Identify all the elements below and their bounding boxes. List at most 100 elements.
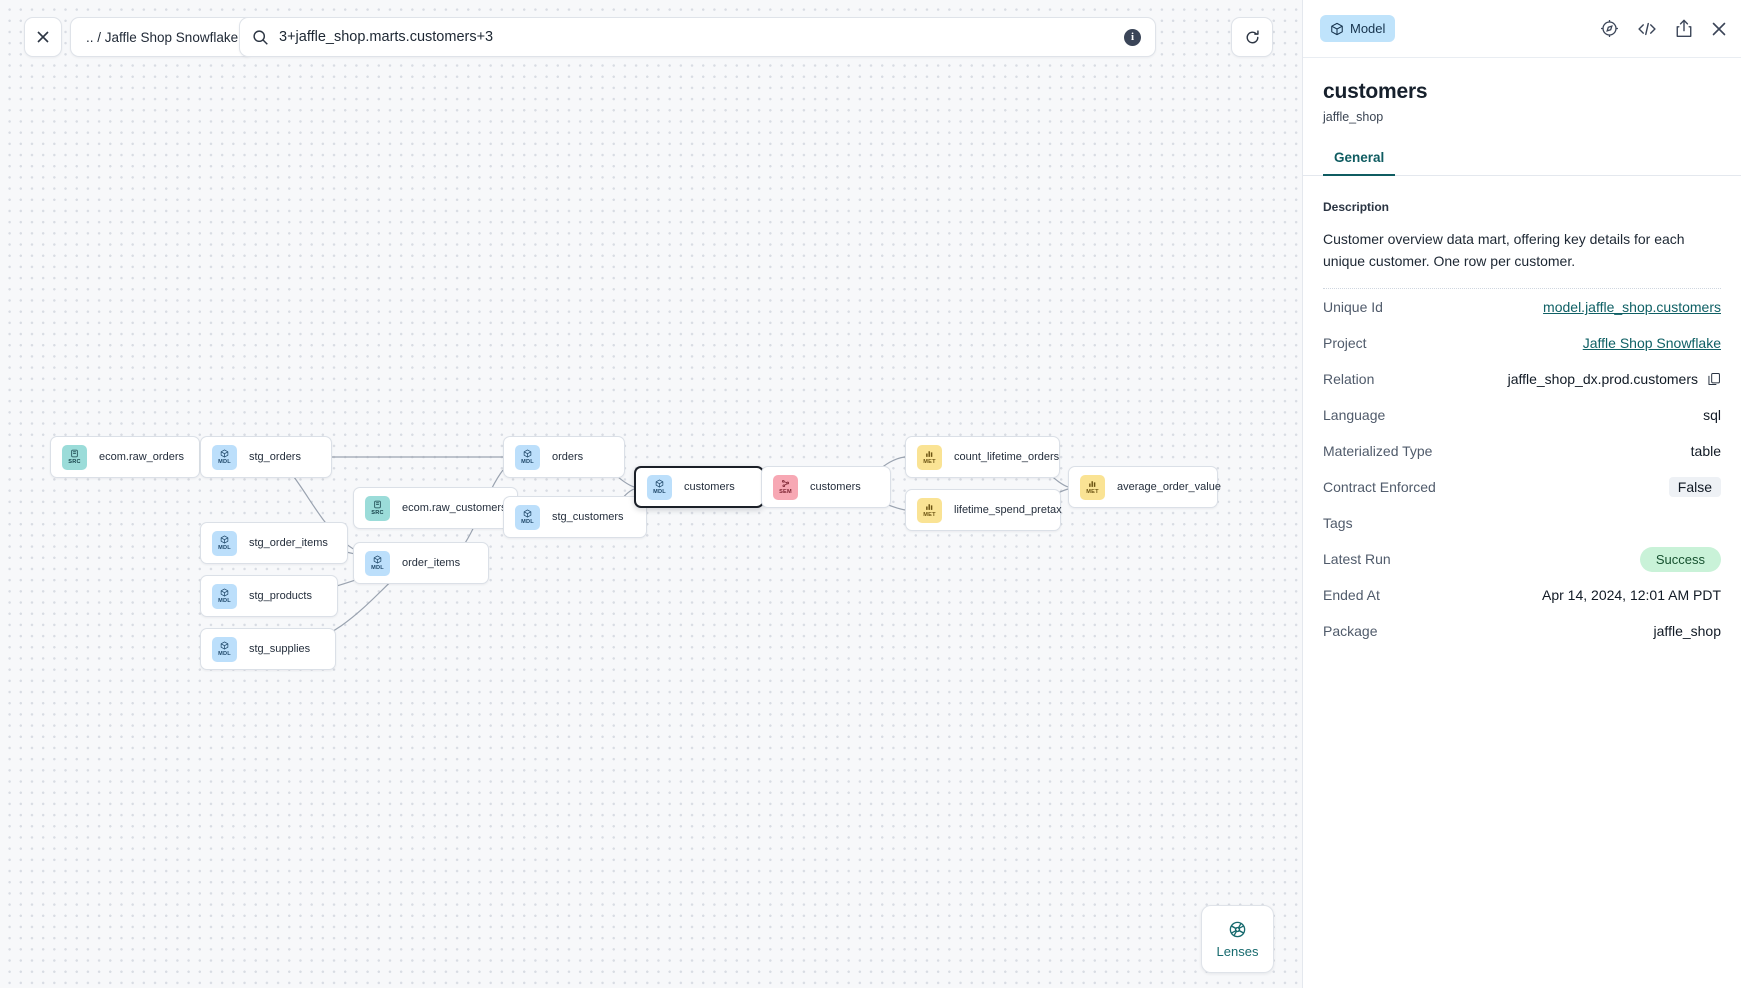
detail-row-value: False xyxy=(1668,477,1721,498)
refresh-icon xyxy=(1244,29,1261,46)
detail-row-key: Tags xyxy=(1323,515,1353,532)
lineage-node-label: ecom.raw_customers xyxy=(402,502,507,514)
lineage-node-order_items[interactable]: MDL order_items xyxy=(353,542,489,584)
lineage-node-lifetime_spend_pretax[interactable]: MET lifetime_spend_pretax xyxy=(905,489,1062,531)
node-type-badge-mdl-icon: MDL xyxy=(212,530,237,556)
node-type-badge-mdl-icon: MDL xyxy=(212,444,237,470)
cube-icon xyxy=(1330,22,1344,36)
node-type-badge-mdl-icon: MDL xyxy=(365,550,390,576)
lineage-node-customers_sem[interactable]: SEM customers xyxy=(761,466,891,508)
lineage-node-label: customers xyxy=(684,481,735,493)
lineage-node-label: average_order_value xyxy=(1117,481,1221,493)
resource-type-label: Model xyxy=(1350,21,1386,36)
detail-row-value[interactable]: Jaffle Shop Snowflake xyxy=(1582,335,1721,352)
node-type-badge-mdl-icon: MDL xyxy=(515,444,540,470)
lineage-node-average_order_value[interactable]: MET average_order_value xyxy=(1068,466,1221,508)
relation-link[interactable]: jaffle_shop_dx.prod.customers xyxy=(1507,371,1698,388)
lineage-node-label: stg_order_items xyxy=(249,537,328,549)
detail-row-value[interactable]: Success xyxy=(1639,546,1721,572)
detail-row: Contract Enforced False xyxy=(1323,469,1721,505)
lineage-node-label: ecom.raw_orders xyxy=(99,451,184,463)
lenses-button[interactable]: Lenses xyxy=(1201,905,1274,973)
detail-row: Project Jaffle Shop Snowflake xyxy=(1323,325,1721,361)
node-type-badge-src-icon: SRC xyxy=(62,444,87,470)
search-input[interactable] xyxy=(279,18,1114,56)
lineage-node-label: orders xyxy=(552,451,584,463)
lineage-node-stg_orders[interactable]: MDL stg_orders xyxy=(200,436,332,478)
detail-row-key: Ended At xyxy=(1323,587,1380,604)
node-type-badge-mdl-icon: MDL xyxy=(515,504,540,530)
lineage-node-label: customers xyxy=(810,481,861,493)
detail-row-value: Apr 14, 2024, 12:01 AM PDT xyxy=(1542,587,1721,604)
node-type-badge-sem-icon: SEM xyxy=(773,474,798,500)
search-bar[interactable]: i xyxy=(239,17,1156,57)
detail-row-value: sql xyxy=(1703,407,1721,424)
page-subtitle: jaffle_shop xyxy=(1323,110,1384,124)
node-type-badge-met-icon: MET xyxy=(917,497,942,523)
page-title: customers xyxy=(1323,80,1428,103)
refresh-button[interactable] xyxy=(1231,17,1273,57)
detail-row-value[interactable]: jaffle_shop_dx.prod.customers xyxy=(1508,371,1721,387)
close-panel-icon[interactable] xyxy=(1711,21,1727,37)
lineage-node-stg_customers[interactable]: MDL stg_customers xyxy=(503,496,647,538)
node-type-badge-met-icon: MET xyxy=(1080,474,1105,500)
lineage-node-count_lifetime_orders[interactable]: MET count_lifetime_orders xyxy=(905,436,1060,478)
lineage-node-orders[interactable]: MDL orders xyxy=(503,436,625,478)
resource-type-chip[interactable]: Model xyxy=(1320,15,1396,42)
lineage-node-customers_model[interactable]: MDL customers xyxy=(634,466,764,508)
detail-row-key: Materialized Type xyxy=(1323,443,1433,460)
panel-content: Description Customer overview data mart,… xyxy=(1303,176,1741,649)
detail-row-key: Project xyxy=(1323,335,1367,352)
detail-row-key: Contract Enforced xyxy=(1323,479,1436,496)
description-text: Customer overview data mart, offering ke… xyxy=(1323,231,1685,270)
lineage-node-label: stg_orders xyxy=(249,451,301,463)
node-type-badge-met-icon: MET xyxy=(917,444,942,470)
detail-row-value: table xyxy=(1690,443,1721,460)
detail-row: Unique Id model.jaffle_shop.customers xyxy=(1323,289,1721,325)
close-icon xyxy=(36,30,50,44)
lineage-node-label: stg_customers xyxy=(552,511,624,523)
detail-row: Latest Run Success xyxy=(1323,541,1721,577)
node-type-badge-src-icon: SRC xyxy=(365,495,390,521)
status-badge[interactable]: Success xyxy=(1639,546,1721,572)
share-icon[interactable] xyxy=(1675,19,1693,38)
detail-row: Package jaffle_shop xyxy=(1323,613,1721,649)
details-panel: Model xyxy=(1302,0,1741,988)
search-icon xyxy=(252,29,269,46)
lenses-label: Lenses xyxy=(1216,943,1259,959)
panel-header: customers jaffle_shop xyxy=(1303,58,1741,124)
lineage-node-label: count_lifetime_orders xyxy=(954,451,1060,463)
detail-row: Tags xyxy=(1323,505,1721,541)
info-icon[interactable]: i xyxy=(1124,28,1141,46)
detail-row-key: Unique Id xyxy=(1323,299,1383,316)
lineage-node-ecom_raw_orders[interactable]: SRC ecom.raw_orders xyxy=(50,436,200,478)
lineage-node-ecom_raw_customers[interactable]: SRC ecom.raw_customers xyxy=(353,487,518,529)
breadcrumb[interactable]: .. / Jaffle Shop Snowflake xyxy=(70,17,255,57)
detail-row-key: Latest Run xyxy=(1323,551,1391,568)
focus-icon[interactable] xyxy=(1600,19,1619,38)
panel-toolbar: Model xyxy=(1303,0,1741,58)
lineage-node-label: stg_products xyxy=(249,590,312,602)
description-label: Description xyxy=(1323,200,1390,214)
lineage-node-label: order_items xyxy=(402,557,461,569)
node-type-badge-mdl-icon: MDL xyxy=(212,636,237,662)
tab-general[interactable]: General xyxy=(1323,150,1396,176)
lineage-node-label: lifetime_spend_pretax xyxy=(954,504,1062,516)
panel-tabs: General xyxy=(1303,150,1741,176)
detail-row: Ended At Apr 14, 2024, 12:01 AM PDT xyxy=(1323,577,1721,613)
detail-row: Materialized Type table xyxy=(1323,433,1721,469)
node-type-badge-mdl-icon: MDL xyxy=(647,474,672,500)
copy-icon[interactable] xyxy=(1707,372,1721,386)
detail-row-value: jaffle_shop xyxy=(1653,623,1721,640)
close-lineage-button[interactable] xyxy=(24,17,62,57)
detail-row-key: Package xyxy=(1323,623,1378,640)
detail-row-value[interactable]: model.jaffle_shop.customers xyxy=(1543,299,1721,316)
code-icon[interactable] xyxy=(1637,20,1657,38)
lineage-node-stg_order_items[interactable]: MDL stg_order_items xyxy=(200,522,348,564)
